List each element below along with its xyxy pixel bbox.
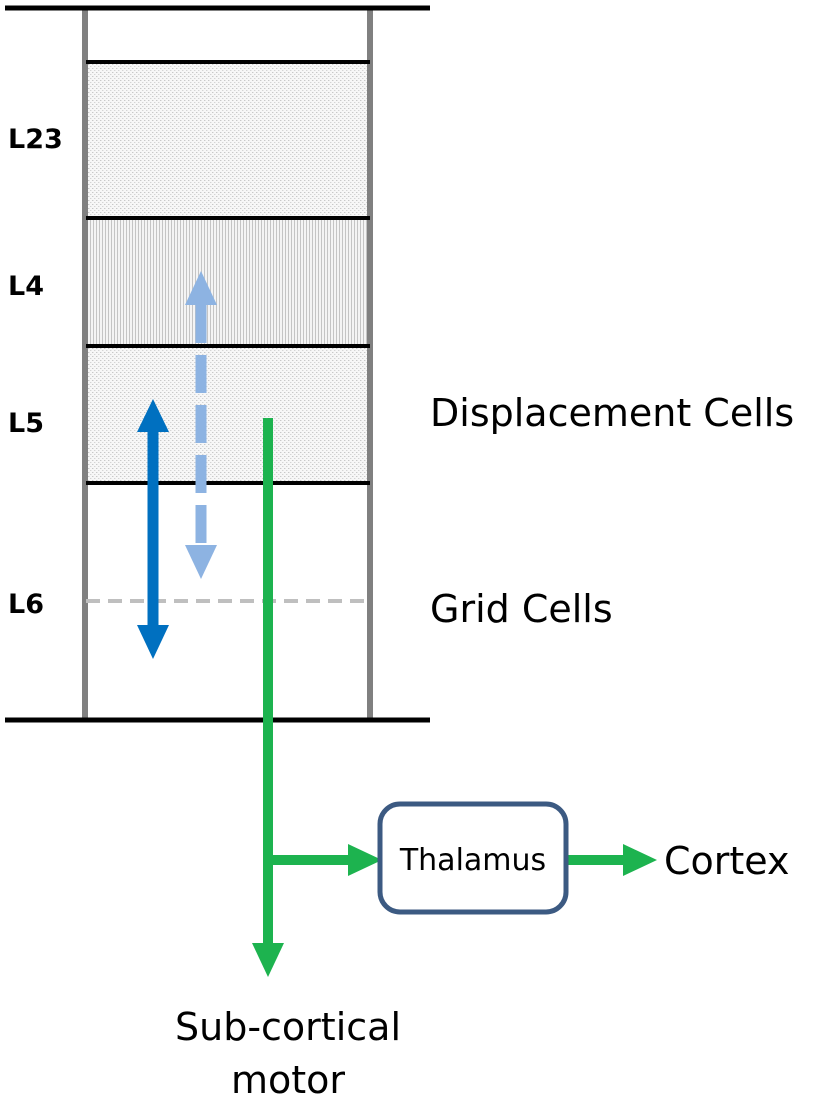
thalamus-box [377,801,569,915]
cortex-label: Cortex [664,839,790,883]
layer-l5-fill [86,346,370,483]
dark-blue-double-arrow [137,399,169,659]
layer-label-l23: L23 [8,124,63,155]
displacement-cells-label: Displacement Cells [430,391,794,435]
grid-cells-label: Grid Cells [430,587,613,631]
thalamus-label: Thalamus [399,843,546,878]
layer-l4-fill [86,218,370,346]
subcortical-label-line1: Sub-cortical [175,1005,401,1049]
subcortical-label-line2: motor [231,1058,345,1102]
layer-label-l4: L4 [8,271,44,302]
layer-label-l5: L5 [8,408,44,439]
layer-l23-fill [86,62,370,218]
light-blue-dashed-arrow [185,271,217,579]
layer-label-l6: L6 [8,589,44,620]
green-output-arrows [252,418,657,977]
